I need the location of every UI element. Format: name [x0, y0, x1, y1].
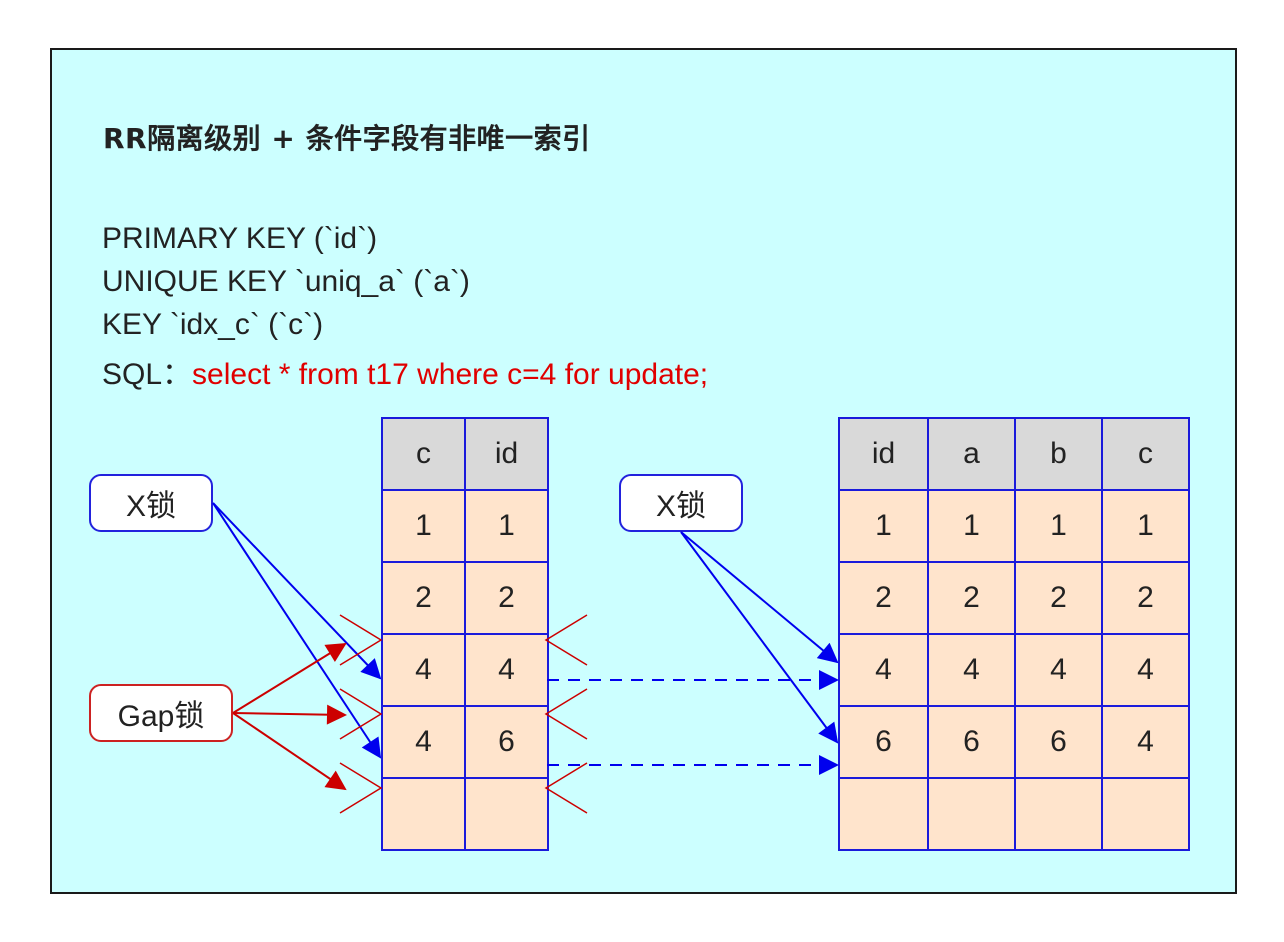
primary-cell: 4	[838, 633, 929, 707]
gap-marker-left-2	[339, 688, 383, 740]
primary-cell	[927, 777, 1016, 851]
primary-cell: 2	[1101, 561, 1190, 635]
gap-lock-arrow-gap-2-4	[232, 642, 347, 714]
index-cell: 2	[464, 561, 549, 635]
primary-cell	[1014, 777, 1103, 851]
x-lock-label-right: X锁	[619, 474, 743, 532]
x-lock-arrow-to-primary-row-4	[680, 531, 839, 664]
sql-statement: select * from t17 where c=4 for update;	[192, 358, 709, 391]
primary-cell: 1	[838, 489, 929, 563]
index-col-id-header: id	[464, 417, 549, 491]
gap-marker-left-3	[339, 762, 383, 814]
primary-cell: 4	[1101, 705, 1190, 779]
primary-cell: 2	[1014, 561, 1103, 635]
primary-cell: 1	[1101, 489, 1190, 563]
secondary-index-table: c id 1 1 2 2 4 4 4 6	[381, 417, 549, 851]
primary-table-header: id a b c	[838, 417, 1190, 491]
index-table-row: 4 4	[381, 633, 549, 707]
primary-cell: 2	[927, 561, 1016, 635]
primary-cell: 4	[1101, 633, 1190, 707]
code-line-primary-key: PRIMARY KEY (`id`)	[102, 222, 378, 255]
index-cell: 4	[464, 633, 549, 707]
gap-lock-label: Gap锁	[89, 684, 233, 742]
primary-cell	[1101, 777, 1190, 851]
index-cell: 1	[381, 489, 466, 563]
x-lock-arrow-to-index-row-4-6	[212, 502, 382, 759]
gap-lock-arrow-gap-after-6	[232, 712, 347, 791]
primary-table-row	[838, 777, 1190, 851]
gap-marker-right-2	[544, 688, 588, 740]
index-table-row	[381, 777, 549, 851]
primary-col-b-header: b	[1014, 417, 1103, 491]
x-lock-arrow-to-primary-row-6	[680, 531, 839, 744]
primary-cell: 2	[838, 561, 929, 635]
primary-key-table: id a b c 1 1 1 1 2 2 2 2 4 4 4 4 6 6 6 4	[838, 417, 1190, 851]
primary-table-row: 6 6 6 4	[838, 705, 1190, 779]
gap-marker-left-1	[339, 614, 383, 666]
gap-marker-right-1	[544, 614, 588, 666]
code-line-unique-key: UNIQUE KEY `uniq_a` (`a`)	[102, 265, 470, 298]
primary-cell: 6	[838, 705, 929, 779]
index-cell	[381, 777, 466, 851]
primary-col-c-header: c	[1101, 417, 1190, 491]
gap-lock-arrow-gap-4-4	[232, 704, 347, 725]
x-lock-arrow-to-index-row-4-4	[212, 502, 382, 680]
primary-cell: 4	[1014, 633, 1103, 707]
code-line-index-key: KEY `idx_c` (`c`)	[102, 308, 324, 341]
index-cell: 1	[464, 489, 549, 563]
primary-col-a-header: a	[927, 417, 1016, 491]
diagram-title: RR隔离级别 + 条件字段有非唯一索引	[103, 122, 591, 155]
index-col-c-header: c	[381, 417, 466, 491]
primary-cell: 1	[927, 489, 1016, 563]
primary-table-row: 1 1 1 1	[838, 489, 1190, 563]
index-cell: 4	[381, 633, 466, 707]
primary-cell: 6	[927, 705, 1016, 779]
primary-cell: 4	[927, 633, 1016, 707]
index-table-row: 4 6	[381, 705, 549, 779]
sql-label: SQL：	[102, 358, 193, 391]
gap-marker-right-3	[544, 762, 588, 814]
index-table-row: 2 2	[381, 561, 549, 635]
primary-table-row: 2 2 2 2	[838, 561, 1190, 635]
primary-cell	[838, 777, 929, 851]
index-cell: 6	[464, 705, 549, 779]
index-cell: 2	[381, 561, 466, 635]
index-table-header: c id	[381, 417, 549, 491]
code-line-sql: SQL：select * from t17 where c=4 for upda…	[102, 349, 708, 393]
index-table-row: 1 1	[381, 489, 549, 563]
x-lock-label-left: X锁	[89, 474, 213, 532]
index-cell	[464, 777, 549, 851]
primary-cell: 6	[1014, 705, 1103, 779]
index-cell: 4	[381, 705, 466, 779]
primary-table-row: 4 4 4 4	[838, 633, 1190, 707]
primary-col-id-header: id	[838, 417, 929, 491]
primary-cell: 1	[1014, 489, 1103, 563]
